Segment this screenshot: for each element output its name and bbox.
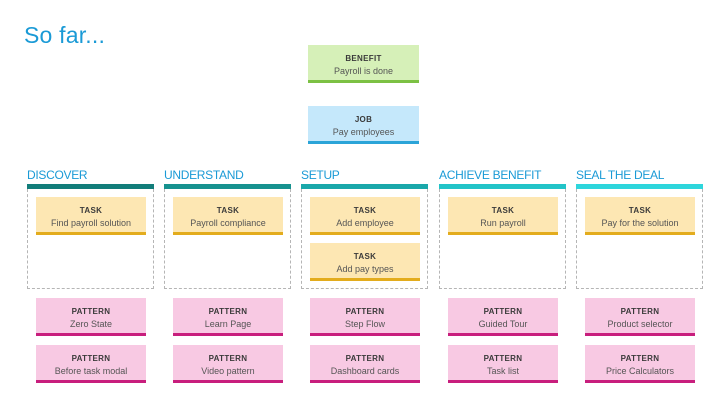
pattern-card-label: PATTERN [208, 354, 248, 363]
phase-bar-understand [164, 184, 291, 189]
page-title: So far... [24, 22, 106, 48]
task-card-text: Pay for the solution [601, 218, 679, 228]
task-card-text: Add employee [336, 218, 394, 228]
pattern-card-text: Task list [486, 366, 519, 376]
task-card: TASK Payroll compliance [173, 197, 283, 235]
pattern-card-label: PATTERN [345, 354, 385, 363]
pattern-card: PATTERN Price Calculators [585, 345, 695, 383]
benefit-text: Payroll is done [333, 66, 394, 76]
task-card-label: TASK [79, 206, 103, 215]
task-card: TASK Pay for the solution [585, 197, 695, 235]
pattern-card-text: Guided Tour [478, 319, 528, 329]
pattern-card-label: PATTERN [71, 354, 111, 363]
pattern-card-label: PATTERN [71, 307, 111, 316]
phase-box-understand [164, 189, 291, 289]
pattern-card: PATTERN Zero State [36, 298, 146, 336]
pattern-card: PATTERN Video pattern [173, 345, 283, 383]
phase-bar-discover [27, 184, 154, 189]
task-card-text: Run payroll [480, 218, 526, 228]
pattern-card: PATTERN Dashboard cards [310, 345, 420, 383]
phase-label-understand: UNDERSTAND [164, 168, 244, 182]
pattern-card-text: Product selector [607, 319, 673, 329]
task-card-label: TASK [353, 206, 377, 215]
pattern-card-label: PATTERN [208, 307, 248, 316]
job-label: JOB [354, 115, 373, 124]
job-text: Pay employees [332, 127, 395, 137]
task-card-label: TASK [628, 206, 652, 215]
pattern-card: PATTERN Before task modal [36, 345, 146, 383]
pattern-card-text: Zero State [69, 319, 113, 329]
pattern-card-text: Price Calculators [605, 366, 675, 376]
phase-bar-achieve-benefit [439, 184, 566, 189]
phase-label-achieve-benefit: ACHIEVE BENEFIT [439, 168, 542, 182]
pattern-card-label: PATTERN [620, 307, 660, 316]
job-card: JOB Pay employees [308, 106, 419, 144]
pattern-card: PATTERN Product selector [585, 298, 695, 336]
pattern-card-text: Dashboard cards [330, 366, 400, 376]
pattern-card-text: Step Flow [344, 319, 386, 329]
pattern-card-label: PATTERN [620, 354, 660, 363]
phase-label-seal-the-deal: SEAL THE DEAL [576, 168, 665, 182]
phase-box-achieve-benefit [439, 189, 566, 289]
benefit-card: BENEFIT Payroll is done [308, 45, 419, 83]
task-card: TASK Run payroll [448, 197, 558, 235]
pattern-card: PATTERN Step Flow [310, 298, 420, 336]
task-card-label: TASK [353, 252, 377, 261]
phase-box-seal-the-deal [576, 189, 703, 289]
pattern-card-text: Video pattern [201, 366, 255, 376]
phase-bar-setup [301, 184, 428, 189]
phase-box-setup [301, 189, 428, 289]
phase-label-discover: DISCOVER [27, 168, 88, 182]
task-card: TASK Add pay types [310, 243, 420, 281]
task-card-text: Find payroll solution [50, 218, 132, 228]
pattern-card-text: Learn Page [204, 319, 252, 329]
task-card-label: TASK [216, 206, 240, 215]
pattern-card: PATTERN Learn Page [173, 298, 283, 336]
phase-box-discover [27, 189, 154, 289]
task-card-label: TASK [491, 206, 515, 215]
task-card-text: Payroll compliance [190, 218, 266, 228]
phase-bar-seal-the-deal [576, 184, 703, 189]
phase-label-setup: SETUP [301, 168, 340, 182]
pattern-card-label: PATTERN [483, 307, 523, 316]
task-card-text: Add pay types [336, 264, 394, 274]
pattern-card: PATTERN Task list [448, 345, 558, 383]
pattern-card-text: Before task modal [54, 366, 128, 376]
benefit-label: BENEFIT [345, 54, 382, 63]
pattern-card: PATTERN Guided Tour [448, 298, 558, 336]
pattern-card-label: PATTERN [345, 307, 385, 316]
pattern-card-label: PATTERN [483, 354, 523, 363]
task-card: TASK Add employee [310, 197, 420, 235]
task-card: TASK Find payroll solution [36, 197, 146, 235]
